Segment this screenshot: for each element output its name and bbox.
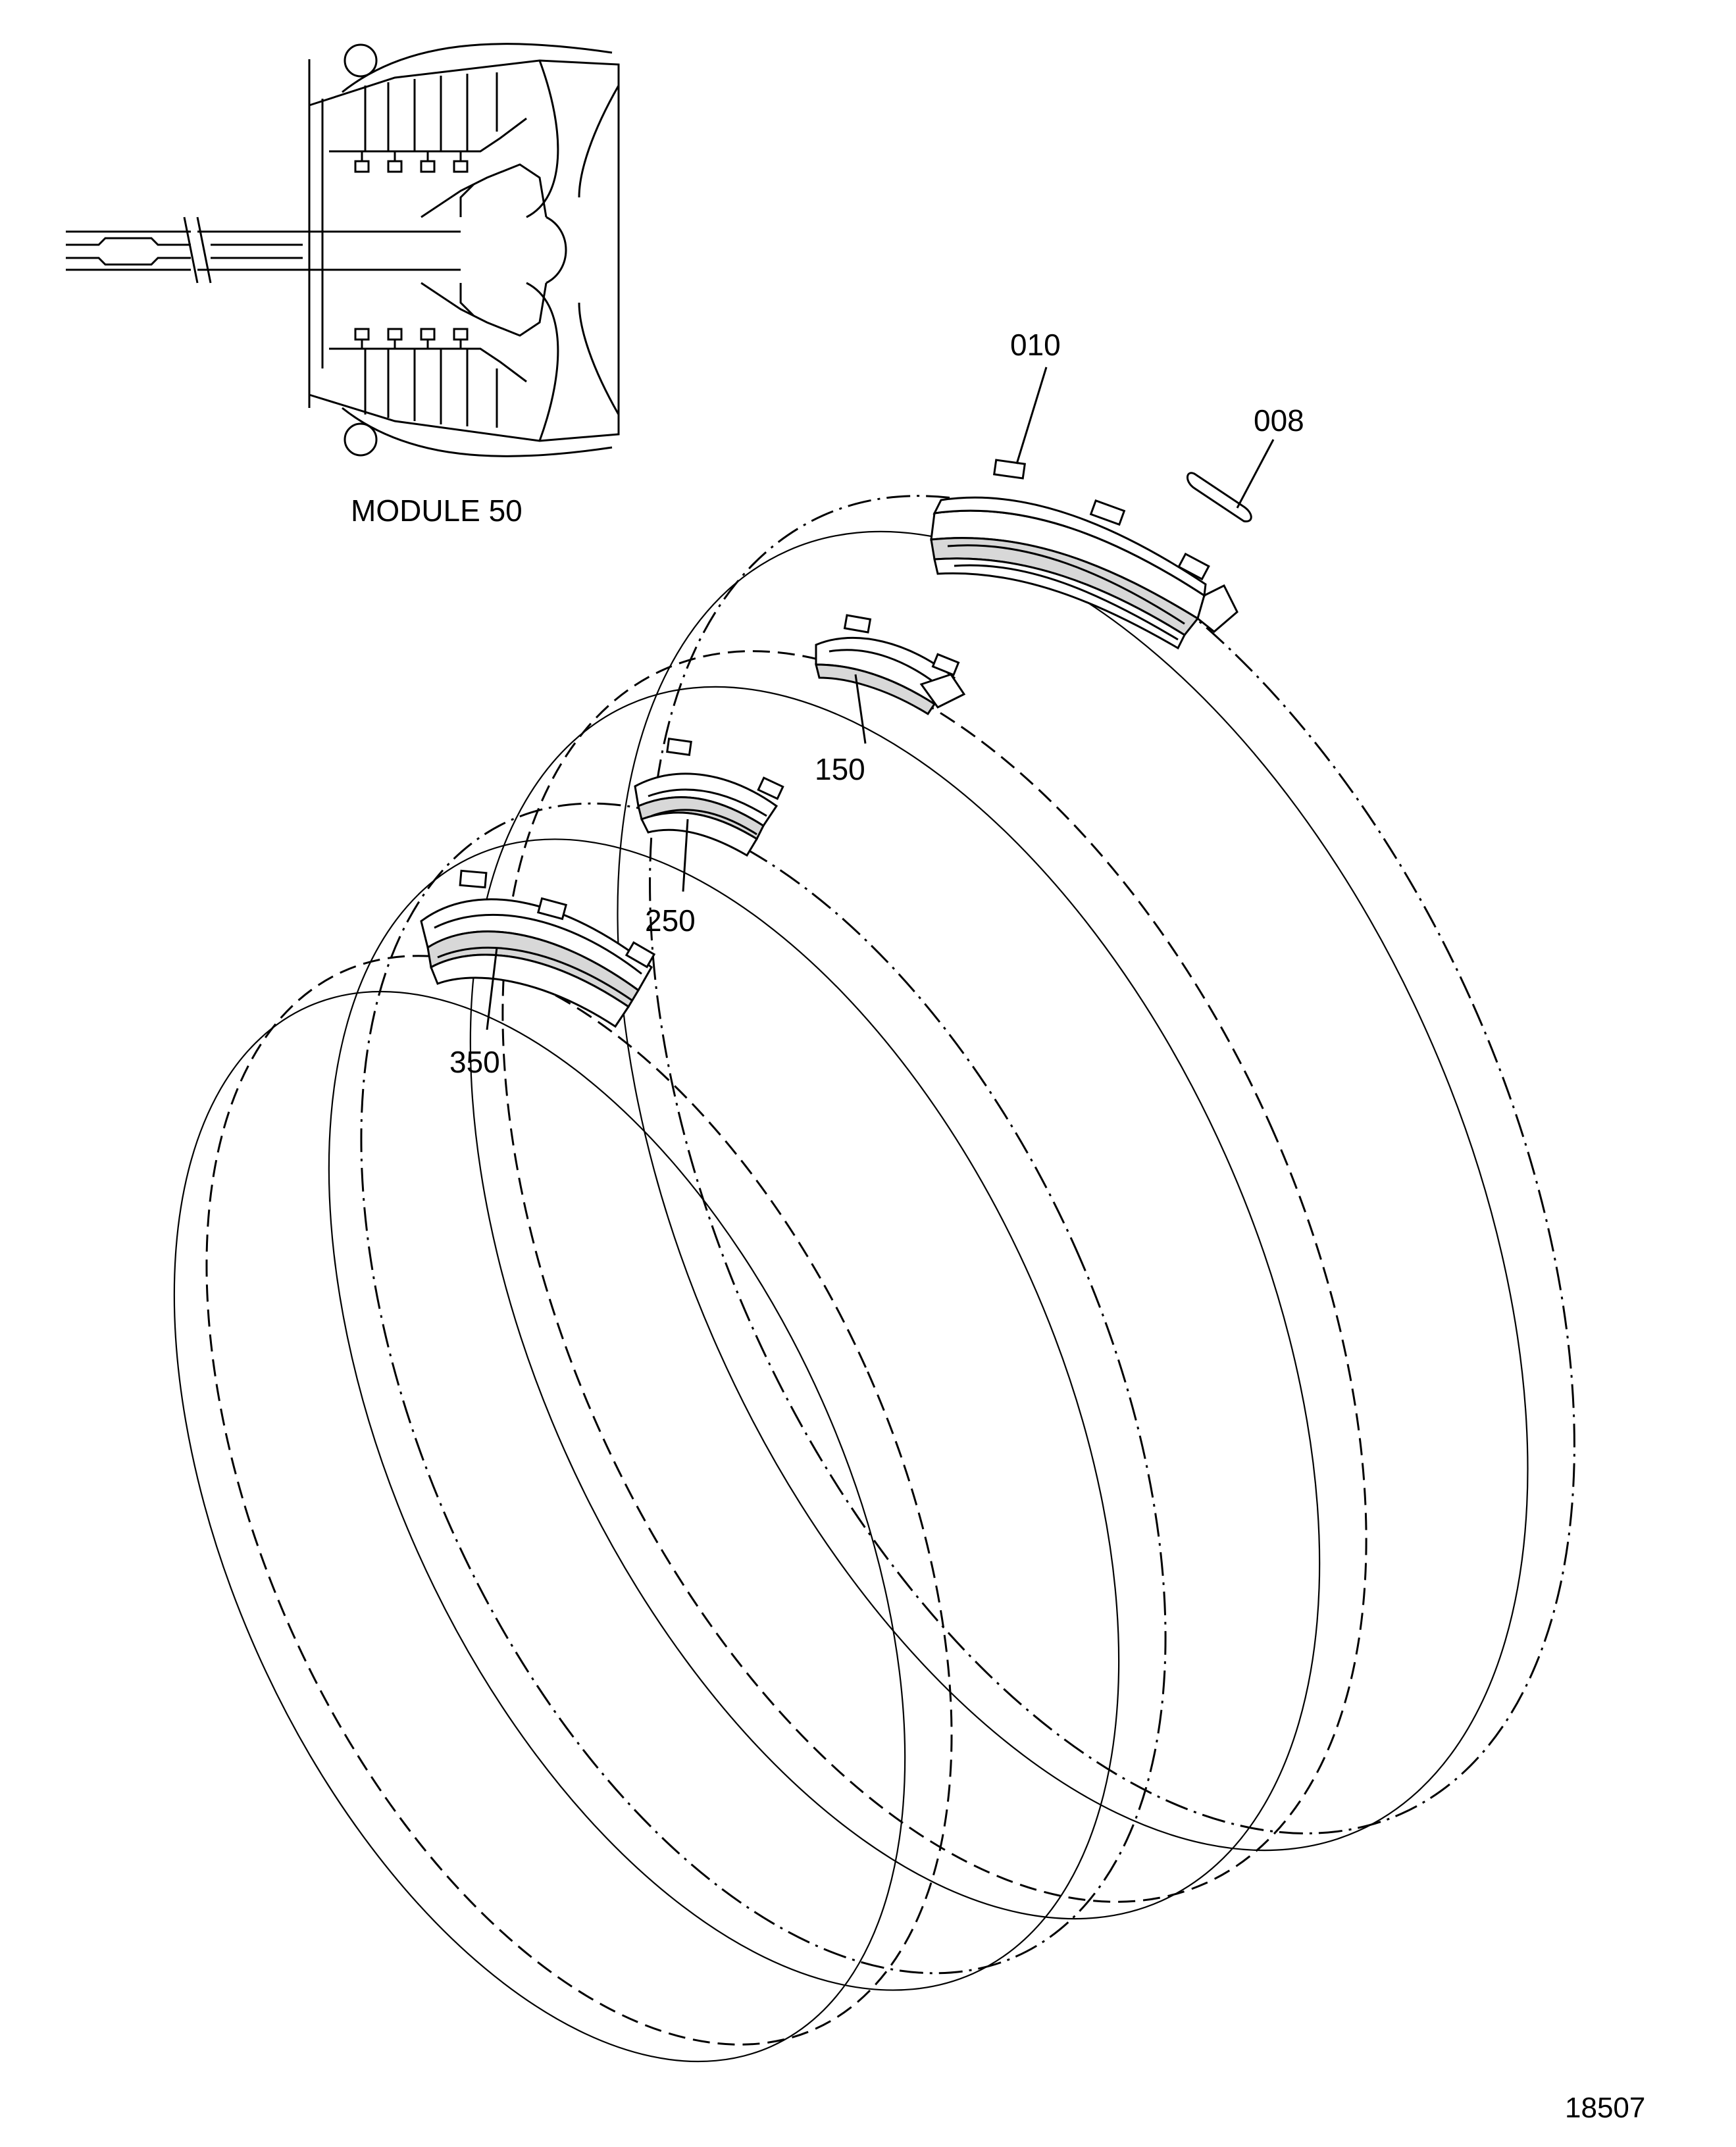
callout-350: 350 [449,947,500,1079]
callout-010-label: 010 [1010,328,1061,362]
ring-250 [328,802,1167,1991]
callout-150: 150 [815,674,867,786]
ring-350 [173,955,953,2063]
callout-250-label: 250 [645,903,696,938]
seal-segment-350 [420,869,656,1028]
inset-shaft [66,216,461,284]
inset-casing [308,43,620,457]
seal-segment-150 [815,614,966,716]
ring-150 [469,650,1367,1920]
inset-stages-top [329,72,567,284]
callout-350-label: 350 [449,1045,500,1079]
inset-caption: MODULE 50 [351,493,523,528]
seal-segment-010 [930,459,1238,650]
retainer-clip-008 [1187,472,1252,522]
seal-segment-250 [634,738,784,857]
callout-008: 008 [1236,403,1304,509]
callout-250: 250 [645,819,696,938]
callout-150-label: 150 [815,752,865,786]
figure-number: 18507 [1565,2092,1645,2124]
module-50-inset: MODULE 50 [66,43,620,528]
ring-010 [617,495,1575,1852]
seal-rings [173,495,1575,2063]
callout-008-label: 008 [1254,403,1304,438]
callout-010: 010 [1010,328,1061,465]
inset-stages-bottom [329,282,548,428]
